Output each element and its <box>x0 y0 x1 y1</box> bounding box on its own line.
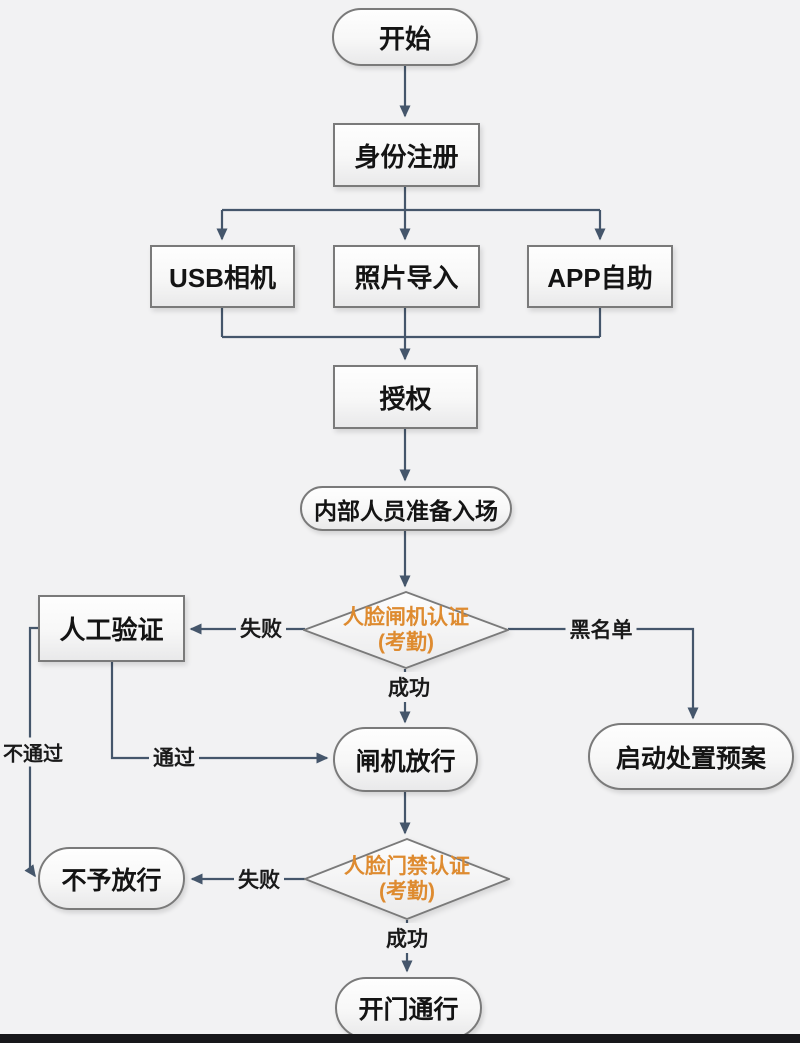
edge-label-blacklist: 黑名单 <box>565 614 637 644</box>
diamond-shape <box>303 591 509 669</box>
node-manual-verify-label: 人工验证 <box>59 615 164 645</box>
edge-label-success-2: 成功 <box>382 923 432 953</box>
edge-label-fail-1: 失败 <box>236 613 286 643</box>
node-launch-plan: 启动处置预案 <box>588 723 794 790</box>
node-authorize-label: 授权 <box>379 383 432 414</box>
node-manual-verify: 人工验证 <box>38 595 185 662</box>
node-prepare-entry: 内部人员准备入场 <box>300 486 512 531</box>
decision-face-gate-auth-line1: 人脸闸机认证 <box>343 606 469 629</box>
node-no-release-label: 不予放行 <box>61 866 162 895</box>
edge-label-pass: 通过 <box>149 742 199 772</box>
node-gate-release: 闸机放行 <box>333 727 478 792</box>
node-no-release: 不予放行 <box>38 847 185 910</box>
decision-face-door-auth-line1: 人脸门禁认证 <box>344 855 470 878</box>
bottom-black-bar <box>0 1034 800 1043</box>
decision-face-door-auth-line2: (考勤) <box>379 880 435 903</box>
edge-label-fail-2: 失败 <box>234 864 284 894</box>
node-identity-register: 身份注册 <box>333 123 480 187</box>
node-app-self-service-label: APP自助 <box>547 263 653 293</box>
node-authorize: 授权 <box>333 365 478 429</box>
node-start-label: 开始 <box>378 23 431 54</box>
node-usb-camera: USB相机 <box>150 245 295 308</box>
node-gate-release-label: 闸机放行 <box>355 747 456 776</box>
decision-face-gate-auth-line2: (考勤) <box>378 631 434 654</box>
node-identity-register-label: 身份注册 <box>354 141 459 172</box>
edge-label-success-1: 成功 <box>384 672 434 702</box>
decision-face-door-auth-label: 人脸门禁认证 (考勤) <box>304 838 510 920</box>
node-usb-camera-label: USB相机 <box>169 263 276 293</box>
node-open-door-label: 开门通行 <box>358 996 459 1024</box>
node-app-self-service: APP自助 <box>527 245 673 308</box>
node-start: 开始 <box>332 8 478 66</box>
node-open-door: 开门通行 <box>335 977 482 1039</box>
decision-face-gate-auth-label: 人脸闸机认证 (考勤) <box>303 591 509 669</box>
node-photo-import-label: 照片导入 <box>354 263 459 293</box>
node-launch-plan-label: 启动处置预案 <box>615 744 766 773</box>
diamond-shape <box>304 838 510 920</box>
node-photo-import: 照片导入 <box>333 245 480 308</box>
decision-face-gate-auth: 人脸闸机认证 (考勤) <box>303 591 509 669</box>
node-prepare-entry-label: 内部人员准备入场 <box>314 497 498 524</box>
decision-face-door-auth: 人脸门禁认证 (考勤) <box>304 838 510 920</box>
edge-label-no-pass: 不通过 <box>1 737 65 767</box>
